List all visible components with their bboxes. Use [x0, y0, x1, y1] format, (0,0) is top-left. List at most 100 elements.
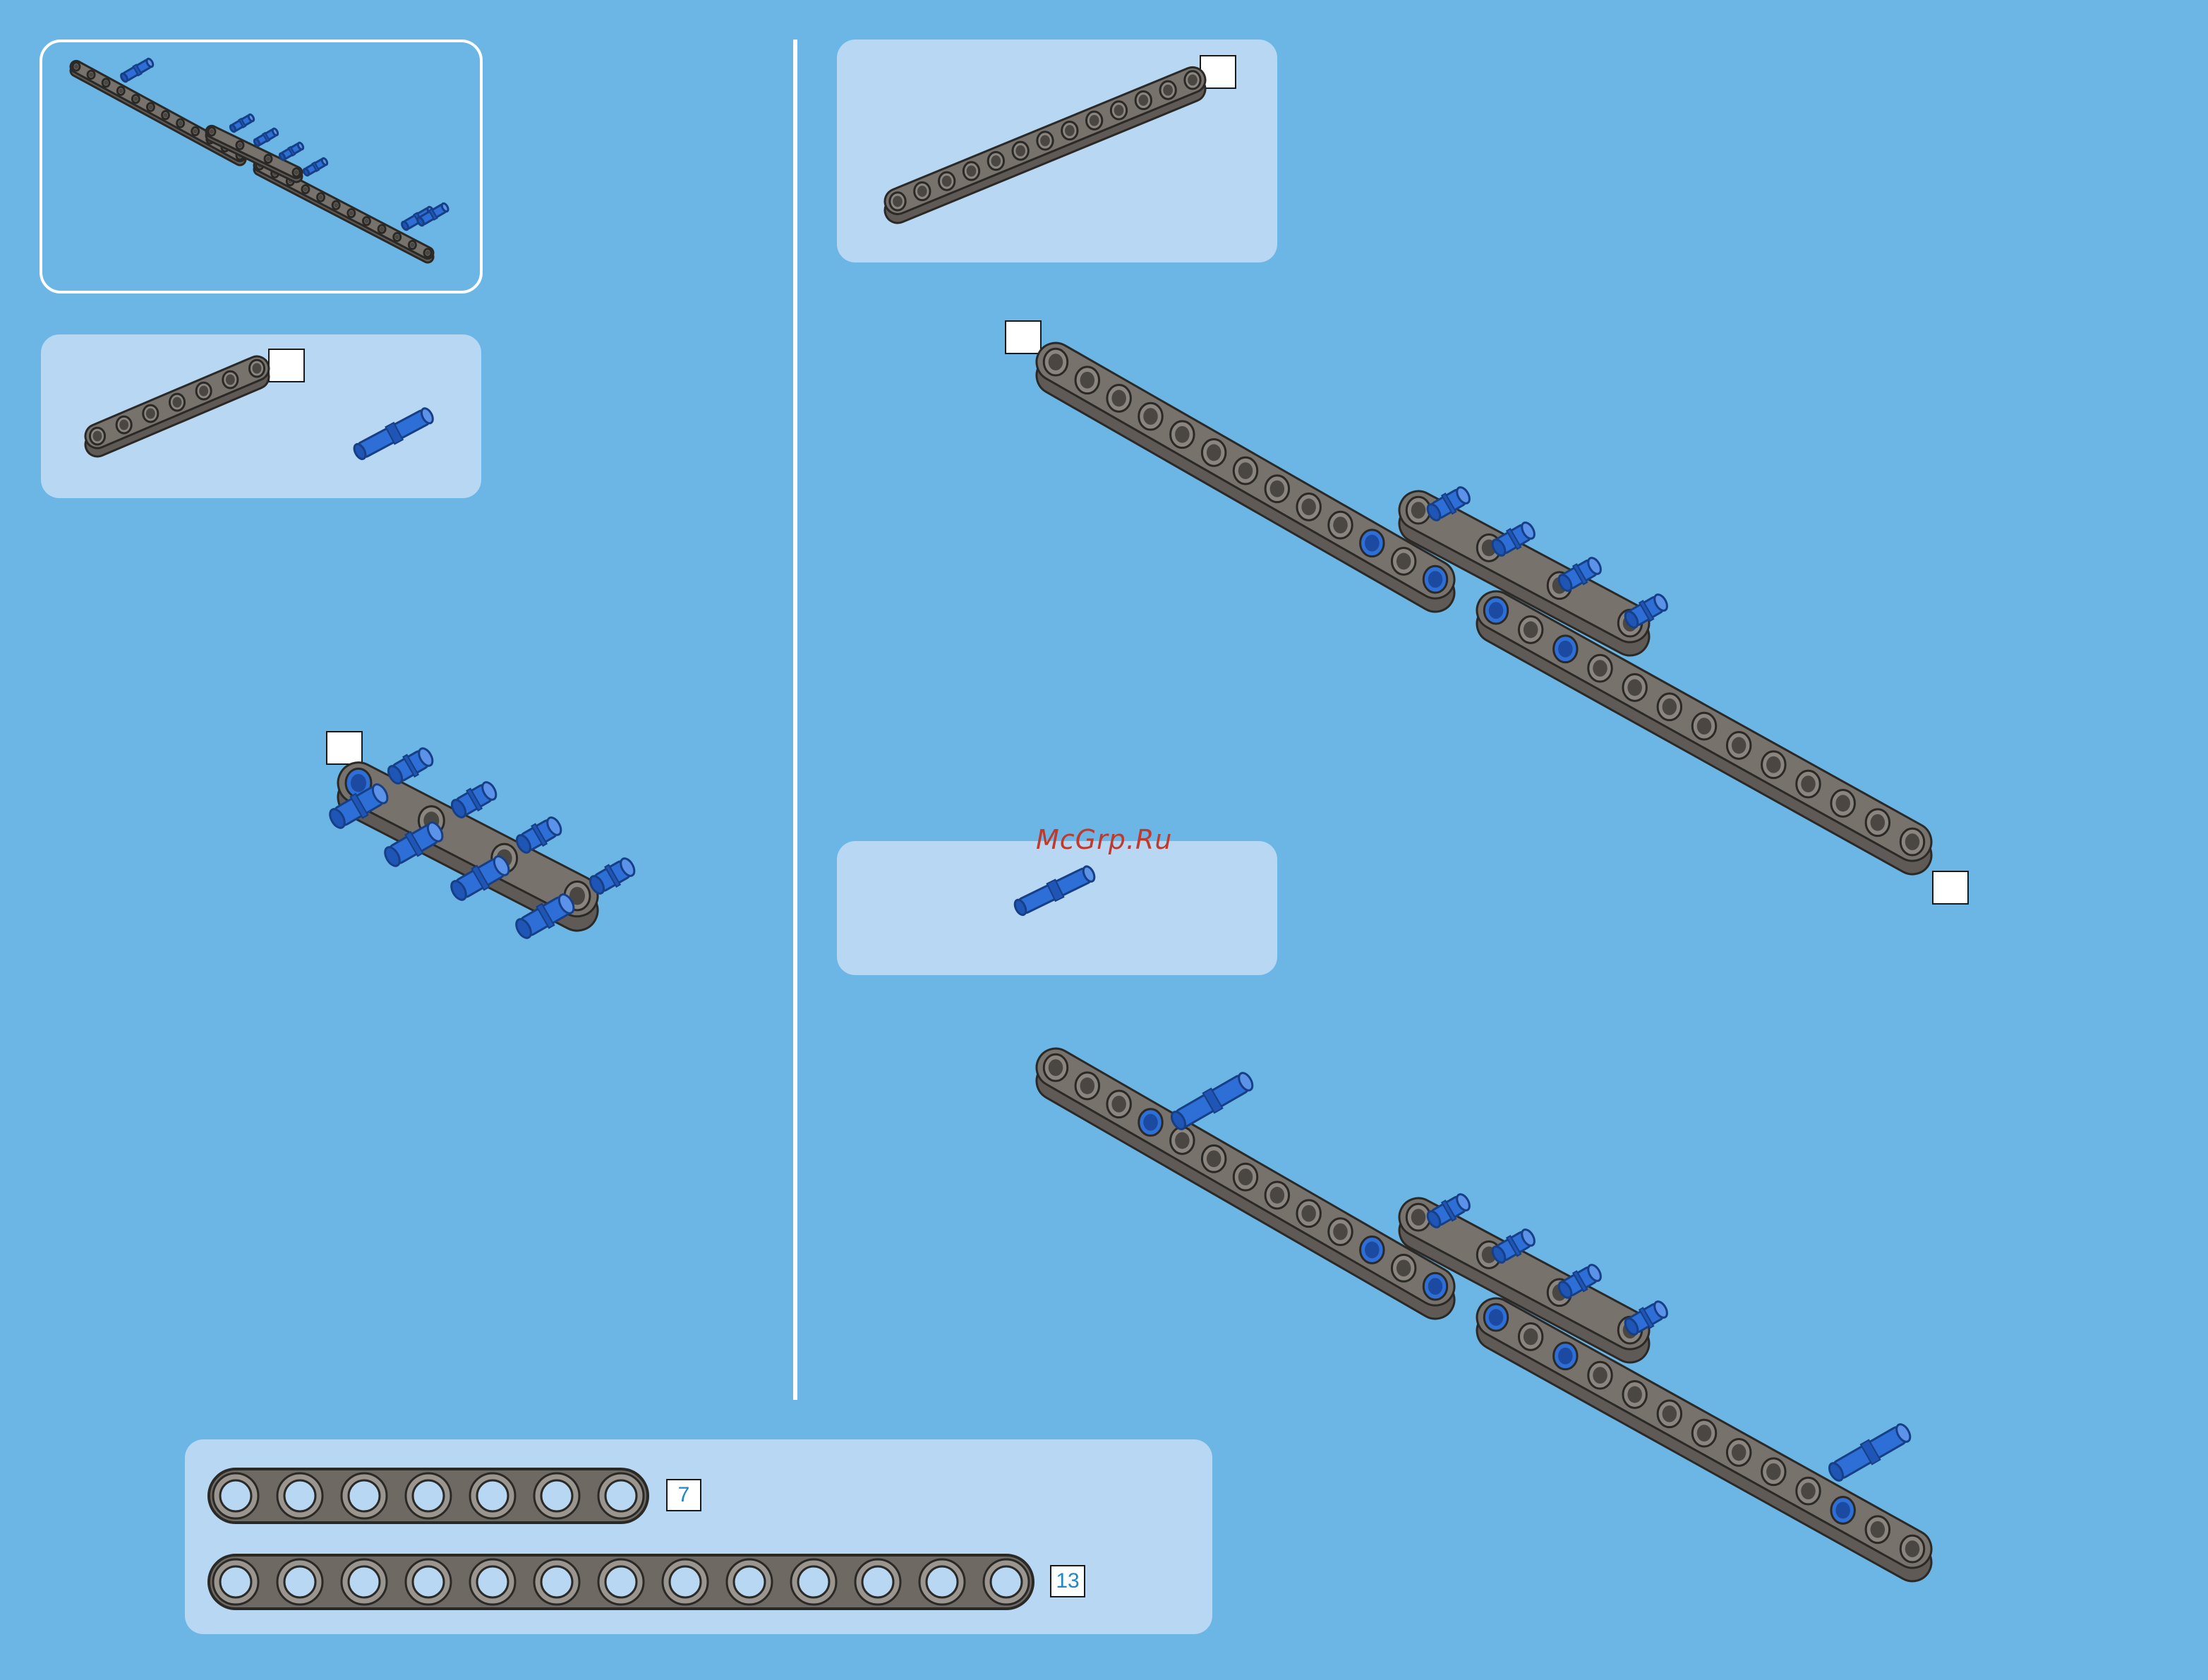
beam-hole-inner — [119, 420, 128, 430]
preview-pin — [229, 113, 255, 133]
beam-hole-inner — [1333, 516, 1348, 533]
beam-hole-inner — [266, 157, 270, 162]
beam-hole-inner — [1301, 1205, 1316, 1222]
beam-hole-inner — [1524, 622, 1538, 639]
beam-hole-inner — [1835, 795, 1850, 812]
beam-hole-inner — [1871, 814, 1886, 831]
beam-hole-inner — [1090, 115, 1099, 126]
final-pin-long — [1826, 1420, 1914, 1485]
beam-hole-inner — [1396, 553, 1411, 570]
beam-hole-inner — [303, 187, 308, 192]
beam-hole-inner — [349, 211, 354, 216]
beam-hole-inner — [1428, 1278, 1443, 1295]
beam-hole — [220, 1566, 251, 1597]
beam-hole-inner — [1015, 145, 1025, 157]
beam-hole-inner — [1270, 1187, 1285, 1204]
beam-hole-inner — [253, 363, 262, 374]
beam-hole-inner — [1080, 1077, 1095, 1094]
beam-hole-inner — [1333, 1223, 1348, 1240]
beam-hole-inner — [1049, 353, 1063, 370]
beam-hole — [862, 1566, 893, 1597]
beam-hole — [477, 1566, 508, 1597]
beam-hole-inner — [173, 397, 182, 408]
beam-hole-inner — [1697, 718, 1712, 735]
beam-hole-inner — [1524, 1329, 1538, 1346]
beam-hole-inner — [199, 386, 208, 397]
beam-hole-inner — [1593, 1367, 1607, 1384]
beam-hole-inner — [1143, 1114, 1158, 1131]
beam-hole-inner — [294, 170, 298, 175]
beam-hole-inner — [1627, 679, 1642, 696]
beam-hole-inner — [1627, 1386, 1642, 1403]
beam-hole — [991, 1566, 1022, 1597]
part-beam-7 — [85, 356, 269, 457]
preview-pin — [278, 141, 304, 162]
beam-hole-inner — [210, 129, 214, 134]
beam-hole-inner — [1489, 602, 1504, 619]
beam-hole-inner — [319, 195, 323, 200]
assembly-pin — [385, 744, 436, 787]
beam-hole-inner — [1697, 1425, 1712, 1442]
beam-hole-inner — [1905, 833, 1920, 850]
parts-list-beam-13 — [209, 1555, 1033, 1609]
beam-hole-inner — [93, 431, 102, 442]
preview-pin — [119, 57, 155, 83]
beam-hole — [413, 1480, 444, 1511]
beam-hole-inner — [1080, 372, 1095, 389]
big-beam-right — [1477, 591, 1931, 874]
beam-hole-inner — [1766, 756, 1781, 773]
beam-hole — [284, 1566, 315, 1597]
beam-hole-inner — [942, 176, 952, 187]
beam-hole-inner — [1365, 1242, 1380, 1259]
beam-hole-inner — [351, 774, 366, 792]
beam-hole-inner — [238, 143, 242, 147]
beam-hole-inner — [1593, 660, 1607, 677]
beam-hole-inner — [380, 226, 384, 231]
beam-hole-inner — [364, 219, 368, 224]
beam-hole — [605, 1480, 637, 1511]
beam-hole-inner — [1143, 408, 1158, 425]
final-pin-long — [1168, 1069, 1256, 1133]
preview-pin — [253, 127, 279, 147]
beam-hole — [220, 1480, 251, 1511]
beam-hole-inner — [1207, 1150, 1221, 1167]
beam-hole-inner — [1365, 535, 1380, 552]
assembly-pin — [513, 814, 565, 857]
beam-hole-inner — [1175, 1132, 1190, 1149]
beam-hole-inner — [917, 186, 927, 197]
beam-hole-inner — [104, 80, 108, 85]
beam-hole-inner — [1396, 1259, 1411, 1276]
part-pin — [351, 405, 436, 462]
beam-hole-inner — [89, 72, 93, 77]
beam-hole-inner — [193, 129, 198, 134]
beam-hole — [734, 1566, 765, 1597]
beam-hole-inner — [967, 165, 977, 176]
beam-hole-inner — [179, 121, 183, 126]
beam-hole-inner — [1301, 499, 1316, 516]
beam-hole-inner — [1411, 502, 1426, 519]
beam-hole-inner — [146, 409, 155, 419]
assembly-pin — [586, 854, 638, 898]
beam-hole-inner — [1905, 1540, 1920, 1557]
beam-hole-inner — [148, 104, 152, 109]
beam-hole-inner — [1111, 390, 1126, 407]
beam-hole-inner — [1801, 1482, 1816, 1499]
beam-hole-inner — [133, 97, 138, 102]
beam-hole-inner — [1835, 1502, 1850, 1519]
assembly-pin — [448, 778, 500, 821]
beam-hole-inner — [1270, 481, 1285, 497]
beam-hole-inner — [1558, 641, 1573, 658]
beam-hole-inner — [1238, 1168, 1253, 1185]
beam-hole-inner — [1040, 135, 1050, 146]
beam-hole-inner — [1663, 1406, 1677, 1422]
beam-hole-inner — [1111, 1096, 1126, 1113]
beam-hole-inner — [1732, 737, 1747, 754]
big-beam-left — [1037, 343, 1454, 612]
beam-hole-inner — [1411, 1209, 1426, 1226]
beam-hole-inner — [1871, 1521, 1886, 1538]
beam-hole-inner — [119, 88, 123, 93]
preview-beam-left — [71, 61, 246, 165]
beam-hole-inner — [74, 64, 78, 69]
beam-hole-inner — [1558, 1348, 1573, 1365]
